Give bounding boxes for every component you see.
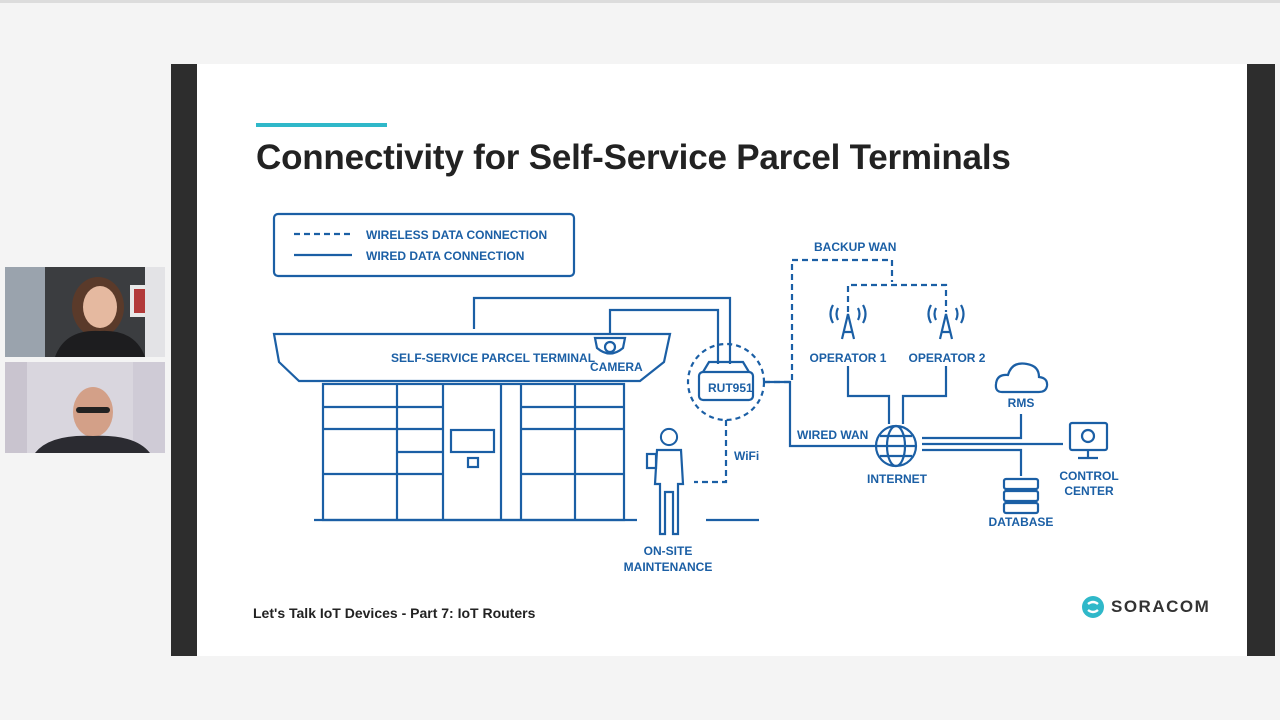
operator1-internet-link <box>846 366 891 424</box>
window-top-border <box>0 0 1280 3</box>
participant-2-image <box>5 362 165 453</box>
control-center-label-2: CENTER <box>1064 484 1114 498</box>
operator1-label: OPERATOR 1 <box>810 351 887 365</box>
maintenance-person-icon <box>645 427 685 536</box>
slide-footer: Let's Talk IoT Devices - Part 7: IoT Rou… <box>253 605 536 621</box>
rms-label: RMS <box>1008 396 1035 410</box>
wired-wan-label: WIRED WAN <box>797 428 868 442</box>
control-center-label-1: CONTROL <box>1059 469 1118 483</box>
terminal-label: SELF-SERVICE PARCEL TERMINAL <box>391 351 595 365</box>
maintenance-label-1: ON-SITE <box>644 544 693 558</box>
camera-icon <box>593 336 627 355</box>
maintenance-label-2: MAINTENANCE <box>624 560 713 574</box>
network-diagram: WIRELESS DATA CONNECTION WIRED DATA CONN… <box>272 212 1119 574</box>
database-icon <box>1002 477 1040 491</box>
router-label: RUT951 <box>708 381 753 395</box>
participant-video-1[interactable] <box>5 267 165 357</box>
brand-name: SORACOM <box>1111 597 1211 616</box>
operator2-internet-link <box>901 366 948 424</box>
title-accent-bar <box>256 123 387 127</box>
wire-terminal-router <box>472 296 732 364</box>
camera-label: CAMERA <box>590 360 643 374</box>
slide-title: Connectivity for Self-Service Parcel Ter… <box>256 138 1011 177</box>
rms-link <box>922 414 1023 440</box>
participant-video-2[interactable] <box>5 362 165 453</box>
router-body <box>697 370 755 402</box>
wifi-link <box>694 420 728 484</box>
wired-wan-link <box>764 380 877 448</box>
backup-wan-link <box>764 258 894 384</box>
legend-box <box>272 212 576 278</box>
brand-logo: SORACOM <box>1081 595 1210 619</box>
wire-camera-router <box>608 308 720 364</box>
slide-frame: Connectivity for Self-Service Parcel Ter… <box>171 64 1275 656</box>
participant-1-image <box>5 267 165 357</box>
database-label: DATABASE <box>989 515 1054 529</box>
rms-cloud-icon <box>994 362 1049 394</box>
operator2-tower-icon <box>927 304 965 340</box>
legend-wired-label: WIRED DATA CONNECTION <box>366 249 524 263</box>
operator1-tower-icon <box>829 304 867 340</box>
control-center-icon <box>1068 421 1109 452</box>
legend-wireless-label: WIRELESS DATA CONNECTION <box>366 228 547 242</box>
operator2-label: OPERATOR 2 <box>909 351 986 365</box>
operator-split-link <box>846 283 948 312</box>
backup-wan-label: BACKUP WAN <box>814 240 896 254</box>
internet-label: INTERNET <box>867 472 928 486</box>
terminal-roof <box>272 332 672 383</box>
locker-grid <box>321 382 626 522</box>
wifi-label: WiFi <box>734 449 759 463</box>
database-link <box>922 448 1023 476</box>
presentation-slide: Connectivity for Self-Service Parcel Ter… <box>197 64 1247 656</box>
soracom-logo-icon <box>1082 596 1104 618</box>
